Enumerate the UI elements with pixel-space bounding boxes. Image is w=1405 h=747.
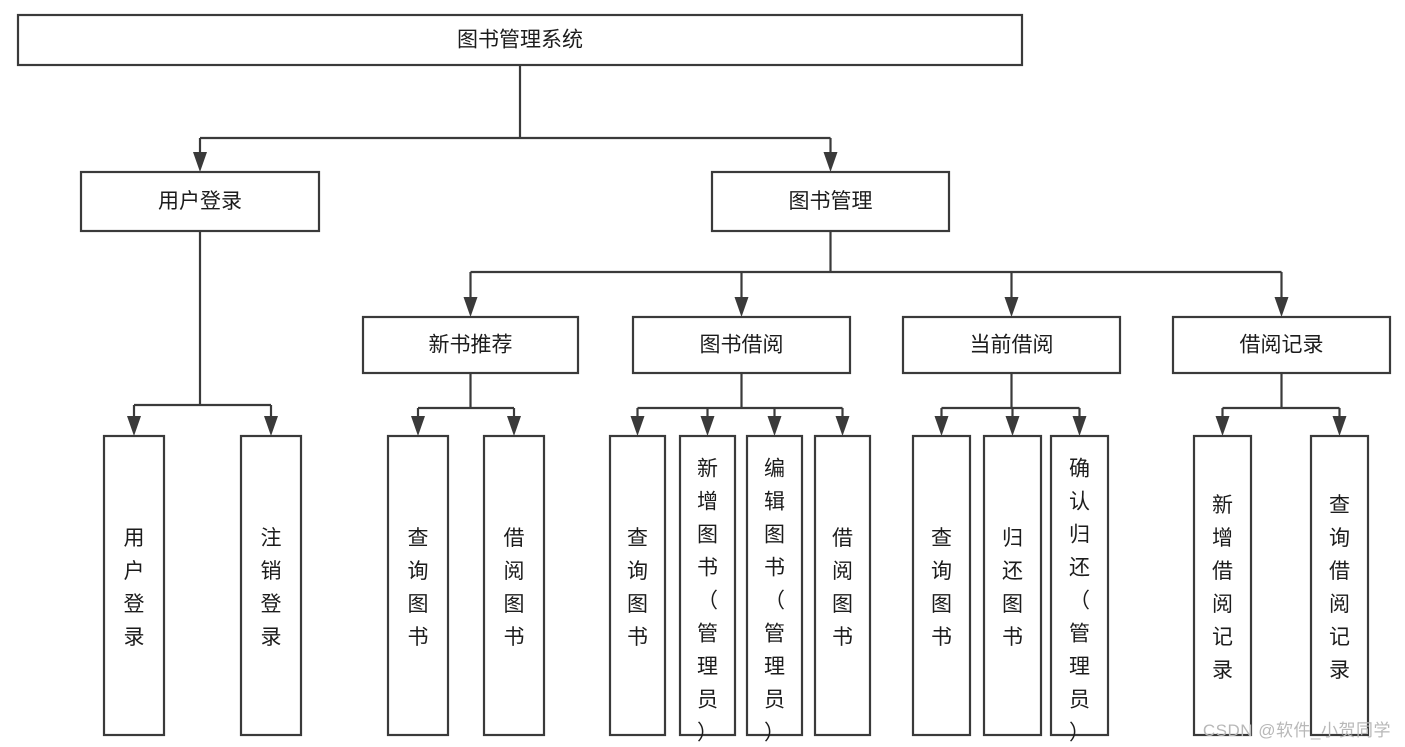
arrow-head-icon	[463, 297, 478, 317]
arrow-head-icon	[734, 297, 749, 317]
arrow-head-icon	[767, 416, 782, 436]
node-root-0[interactable]: 图书管理系统	[16, 13, 1024, 67]
node-leaf-4[interactable]: 查询图书	[608, 434, 667, 737]
arrow-head-icon	[1005, 416, 1020, 436]
arrow-head-icon	[264, 416, 278, 436]
node-leaf-6[interactable]: 编辑图书（管理员）	[745, 434, 804, 745]
node-box-rect	[239, 434, 303, 737]
node-box-rect	[1192, 434, 1253, 737]
node-label: 新增图书（管理员）	[697, 458, 718, 745]
node-box-rect	[631, 315, 852, 375]
node-label: 用户登录	[158, 190, 242, 213]
watermark-text: CSDN @软件_小贺同学	[1202, 721, 1391, 740]
arrow-head-icon	[193, 152, 207, 172]
node-box-rect	[482, 434, 546, 737]
connector-lines	[127, 65, 1347, 436]
node-box-rect	[982, 434, 1043, 737]
node-level3-1[interactable]: 图书借阅	[631, 315, 852, 375]
node-label: 查询图书	[627, 527, 648, 649]
arrow-head-icon	[127, 416, 141, 436]
node-level3-2[interactable]: 当前借阅	[901, 315, 1122, 375]
node-level3-3[interactable]: 借阅记录	[1171, 315, 1392, 375]
node-label: 查询借阅记录	[1329, 494, 1350, 682]
node-box-rect	[102, 434, 166, 737]
arrow-head-icon	[1004, 297, 1019, 317]
node-label: 当前借阅	[970, 334, 1054, 357]
node-label: 用户登录	[124, 527, 145, 649]
node-level2-0[interactable]: 用户登录	[79, 170, 321, 233]
node-box-rect	[386, 434, 450, 737]
node-leaf-11[interactable]: 新增借阅记录	[1192, 434, 1253, 737]
node-leaf-8[interactable]: 查询图书	[911, 434, 972, 737]
node-label: 确认归还（管理员）	[1069, 458, 1090, 745]
arrow-head-icon	[1332, 416, 1347, 436]
arrow-head-icon	[507, 416, 521, 436]
node-label: 借阅图书	[504, 527, 525, 649]
arrow-head-icon	[411, 416, 425, 436]
node-leaf-10[interactable]: 确认归还（管理员）	[1049, 434, 1110, 745]
node-box-rect	[1309, 434, 1370, 737]
node-leaf-2[interactable]: 查询图书	[386, 434, 450, 737]
node-label: 新书推荐	[429, 334, 513, 357]
node-leaf-9[interactable]: 归还图书	[982, 434, 1043, 737]
node-box-rect	[1171, 315, 1392, 375]
node-leaf-5[interactable]: 新增图书（管理员）	[678, 434, 737, 745]
node-leaf-12[interactable]: 查询借阅记录	[1309, 434, 1370, 737]
arrow-head-icon	[823, 152, 838, 172]
node-label: 借阅记录	[1240, 334, 1324, 357]
node-label: 查询图书	[931, 527, 952, 649]
arrow-head-icon	[1072, 416, 1087, 436]
node-box-rect	[813, 434, 872, 737]
node-leaf-1[interactable]: 注销登录	[239, 434, 303, 737]
node-leaf-7[interactable]: 借阅图书	[813, 434, 872, 737]
arrow-head-icon	[835, 416, 850, 436]
node-label: 归还图书	[1002, 527, 1023, 649]
node-level3-0[interactable]: 新书推荐	[361, 315, 580, 375]
node-leaf-3[interactable]: 借阅图书	[482, 434, 546, 737]
node-label: 图书管理	[789, 190, 873, 213]
node-box-rect	[1049, 434, 1110, 737]
node-level2-1[interactable]: 图书管理	[710, 170, 951, 233]
node-box-rect	[79, 170, 321, 233]
node-box-rect	[608, 434, 667, 737]
node-label: 编辑图书（管理员）	[764, 458, 785, 745]
node-boxes: 图书管理系统用户登录图书管理新书推荐图书借阅当前借阅借阅记录用户登录注销登录查询…	[16, 13, 1392, 745]
node-box-rect	[710, 170, 951, 233]
node-box-rect	[745, 434, 804, 737]
node-box-rect	[911, 434, 972, 737]
arrow-head-icon	[1215, 416, 1230, 436]
node-label: 借阅图书	[832, 527, 853, 649]
arrow-head-icon	[1274, 297, 1289, 317]
arrow-head-icon	[700, 416, 715, 436]
node-label: 图书管理系统	[457, 29, 583, 52]
node-label: 查询图书	[408, 527, 429, 649]
node-label: 新增借阅记录	[1212, 494, 1233, 682]
node-leaf-0[interactable]: 用户登录	[102, 434, 166, 737]
node-box-rect	[901, 315, 1122, 375]
node-box-rect	[678, 434, 737, 737]
arrow-head-icon	[630, 416, 645, 436]
node-box-rect	[16, 13, 1024, 67]
node-label: 图书借阅	[700, 334, 784, 357]
node-label: 注销登录	[261, 527, 282, 649]
node-box-rect	[361, 315, 580, 375]
arrow-head-icon	[934, 416, 949, 436]
